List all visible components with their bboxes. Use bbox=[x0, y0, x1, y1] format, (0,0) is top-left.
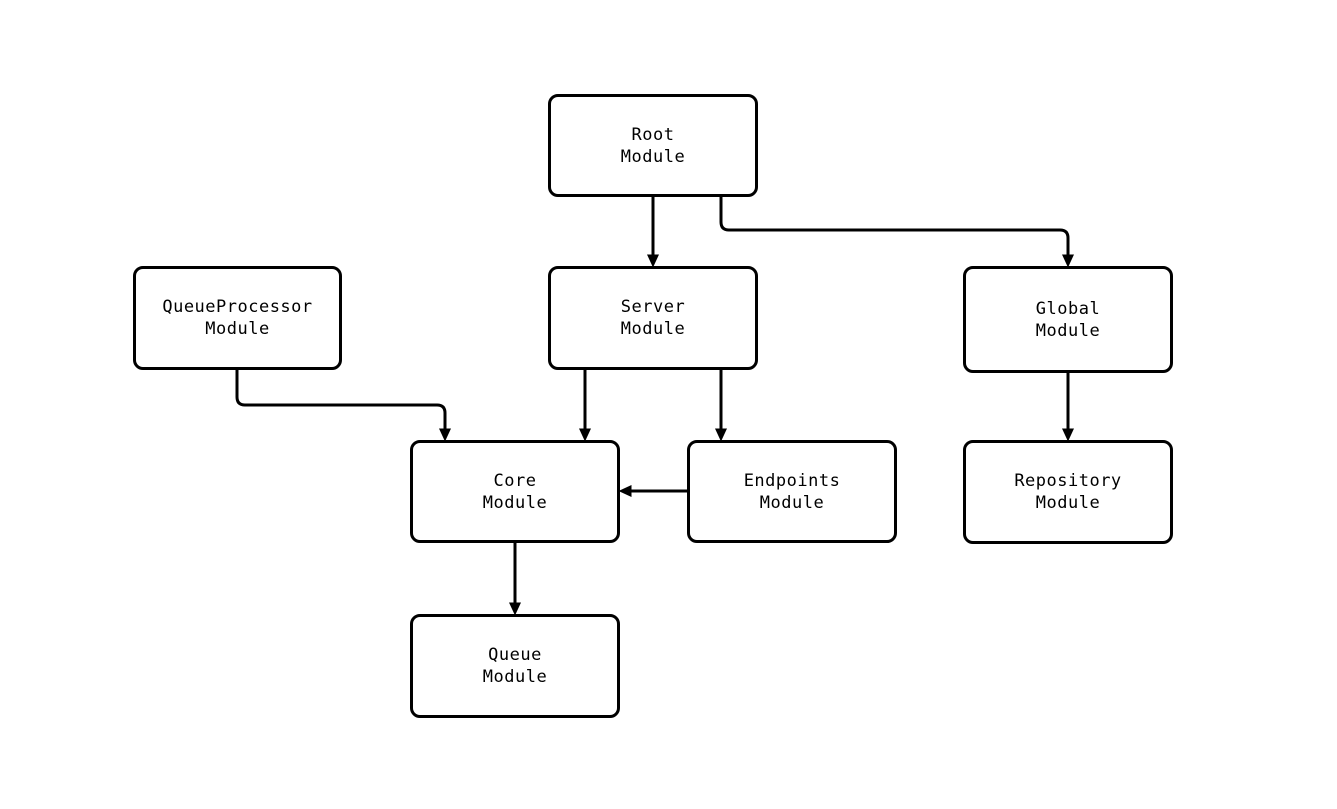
node-server-module[interactable]: Server Module bbox=[548, 266, 758, 370]
edge-queueprocessor-to-core bbox=[235, 370, 451, 442]
node-repository-module-label: Repository Module bbox=[1014, 471, 1122, 513]
node-queue-module[interactable]: Queue Module bbox=[410, 614, 620, 718]
node-server-module-label: Server Module bbox=[620, 297, 686, 339]
node-queueprocessor-module[interactable]: QueueProcessor Module bbox=[133, 266, 342, 370]
node-endpoints-module[interactable]: Endpoints Module bbox=[687, 440, 897, 543]
node-queueprocessor-module-label: QueueProcessor Module bbox=[162, 297, 313, 339]
node-global-module[interactable]: Global Module bbox=[963, 266, 1173, 373]
node-root-module[interactable]: Root Module bbox=[548, 94, 758, 197]
node-queue-module-label: Queue Module bbox=[482, 645, 548, 687]
edge-root-to-global bbox=[719, 197, 1074, 268]
node-repository-module[interactable]: Repository Module bbox=[963, 440, 1173, 544]
edges-group bbox=[235, 197, 1074, 616]
node-endpoints-module-label: Endpoints Module bbox=[743, 470, 841, 513]
node-core-module-label: Core Module bbox=[482, 470, 548, 513]
node-core-module[interactable]: Core Module bbox=[410, 440, 620, 543]
node-root-module-label: Root Module bbox=[620, 124, 686, 167]
node-global-module-label: Global Module bbox=[1035, 298, 1101, 341]
